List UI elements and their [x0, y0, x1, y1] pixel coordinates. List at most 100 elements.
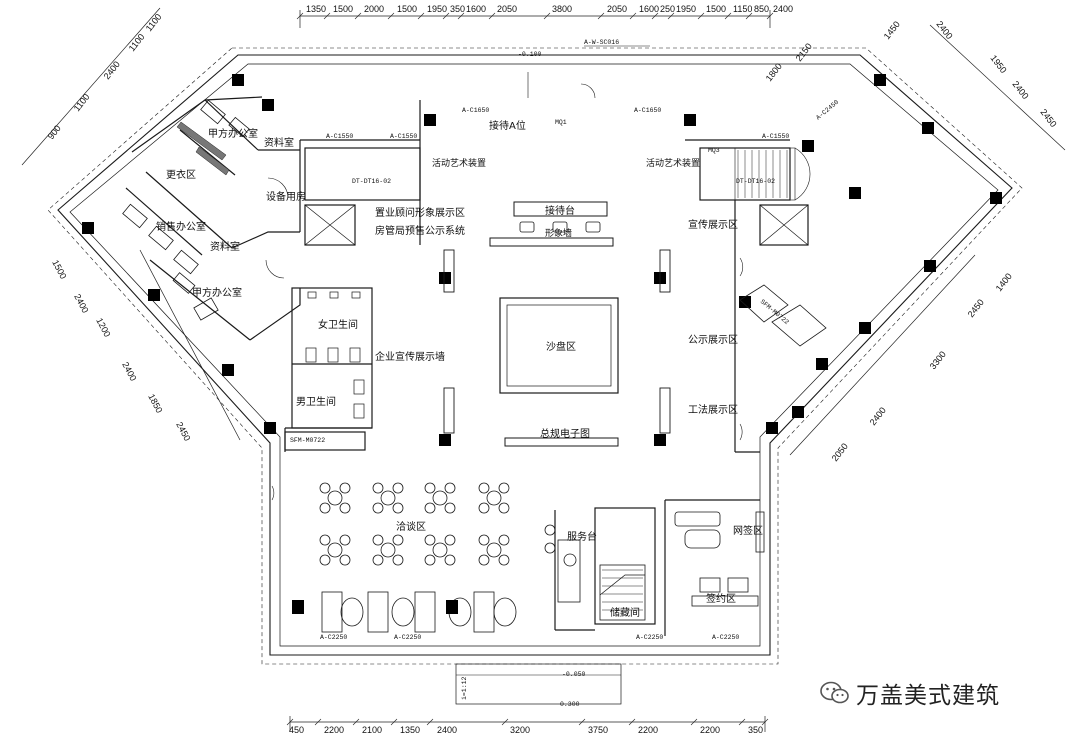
dim-left: 2400 — [72, 292, 90, 314]
dimension-tick — [354, 12, 362, 20]
reception-desk-counter — [513, 201, 608, 217]
structural-column — [439, 434, 451, 446]
room-presale-display: 房管局预售公示系统 — [375, 224, 465, 237]
dimension-tick — [296, 12, 304, 20]
level-exterior: 0.300 — [560, 701, 580, 708]
dimension-tick — [543, 12, 551, 20]
chair — [392, 502, 404, 514]
door-swings — [265, 72, 744, 501]
dimension-tick — [352, 718, 360, 726]
dimension-tick — [286, 718, 294, 726]
dim-bottom: 2200 — [700, 725, 720, 735]
room-archive-top: 资料室 — [264, 136, 294, 149]
dim-bottom: 450 — [289, 725, 304, 735]
chair — [319, 482, 331, 494]
room-storage: 储藏间 — [610, 606, 640, 619]
tag-c1550: A-C1550 — [390, 133, 417, 140]
room-consultant-display: 置业顾问形象展示区 — [375, 206, 465, 219]
chair — [478, 554, 490, 566]
dim-right: 2450 — [1038, 107, 1058, 129]
structural-column — [684, 114, 696, 126]
chair — [319, 554, 331, 566]
chair — [478, 502, 490, 514]
master-plan-bar — [504, 437, 619, 447]
dim-top: 1500 — [333, 4, 353, 14]
dim-left: 1500 — [50, 258, 68, 280]
dim-left: 2400 — [120, 360, 138, 382]
dimension-tick — [651, 12, 659, 20]
tag-c1650: A-C1650 — [634, 107, 661, 114]
structural-column — [802, 140, 814, 152]
tag-c2250: A-C2250 — [712, 634, 739, 641]
dim-top: 2000 — [364, 4, 384, 14]
room-promo-display: 宣传展示区 — [688, 218, 738, 231]
chair — [498, 534, 510, 546]
lounge-sofas — [321, 591, 517, 633]
negotiation-tables — [319, 482, 510, 566]
structural-column — [874, 74, 886, 86]
tag-c2450: A-C2450 — [815, 99, 840, 122]
tag-elevator-right: DT-DT16-02 — [736, 178, 775, 185]
wechat-icon — [820, 681, 849, 704]
chair — [424, 482, 436, 494]
dimension-tick — [314, 718, 322, 726]
sand-table — [499, 297, 619, 394]
tag-door-wc: SFM-M0722 — [290, 437, 325, 444]
dimension-labels-bottom: 450 2200 2100 1350 2400 3200 3750 2200 2… — [289, 725, 763, 735]
dimension-tick — [745, 12, 753, 20]
room-party-a-office-bottom: 甲方办公室 — [192, 286, 242, 299]
structural-column — [922, 122, 934, 134]
tag-mq3: MQ3 — [708, 147, 720, 154]
chair — [319, 534, 331, 546]
chair — [319, 502, 331, 514]
dimension-tick — [390, 718, 398, 726]
structural-column — [264, 422, 276, 434]
wc-fixtures — [305, 291, 365, 419]
room-method-display: 工法展示区 — [688, 403, 738, 416]
dim-bottom: 3750 — [588, 725, 608, 735]
room-locker: 更衣区 — [166, 168, 196, 181]
reception-chairs — [519, 221, 601, 233]
signing-furniture — [674, 511, 765, 607]
room-web-signing: 网签区 — [733, 524, 763, 537]
dim-top: 1950 — [676, 4, 696, 14]
dimension-tick — [323, 12, 331, 20]
dimension-ticks-bottom — [286, 718, 769, 726]
dim-left: 1100 — [144, 12, 164, 33]
chair — [424, 554, 436, 566]
elevator-shafts — [304, 204, 809, 246]
tag-c1650: A-C1650 — [462, 107, 489, 114]
dim-bottom: 1350 — [400, 725, 420, 735]
tag-c1550: A-C1550 — [326, 133, 353, 140]
chair — [478, 482, 490, 494]
structural-column — [990, 192, 1002, 204]
dim-right: 2400 — [934, 19, 954, 41]
dim-top: 1500 — [706, 4, 726, 14]
room-image-wall: 形象墙 — [545, 227, 572, 239]
structural-columns — [82, 74, 1002, 446]
structural-column — [849, 187, 861, 199]
dim-top: 3800 — [552, 4, 572, 14]
dimension-tick — [417, 12, 425, 20]
room-reception-a: 接待A位 — [489, 119, 526, 132]
dim-left: 2450 — [174, 420, 192, 442]
dim-left: 1100 — [127, 32, 147, 53]
structural-column — [792, 406, 804, 418]
detail-reference: A-W-SC016 — [584, 39, 619, 46]
dimension-tick — [628, 718, 636, 726]
staircase-bottom — [599, 564, 646, 621]
chair — [444, 534, 456, 546]
room-art-right: 活动艺术装置 — [646, 157, 700, 169]
chair — [339, 554, 351, 566]
dim-top: 1150 — [733, 4, 752, 14]
chair — [498, 482, 510, 494]
room-sand-table: 沙盘区 — [546, 340, 576, 353]
round-table — [432, 542, 448, 558]
dim-bottom: 2100 — [362, 725, 382, 735]
dim-bottom: 2200 — [638, 725, 658, 735]
dimension-tick — [690, 718, 698, 726]
round-table — [486, 490, 502, 506]
watermark: 万盖美式建筑 — [820, 676, 1070, 710]
dimension-tick — [724, 12, 732, 20]
